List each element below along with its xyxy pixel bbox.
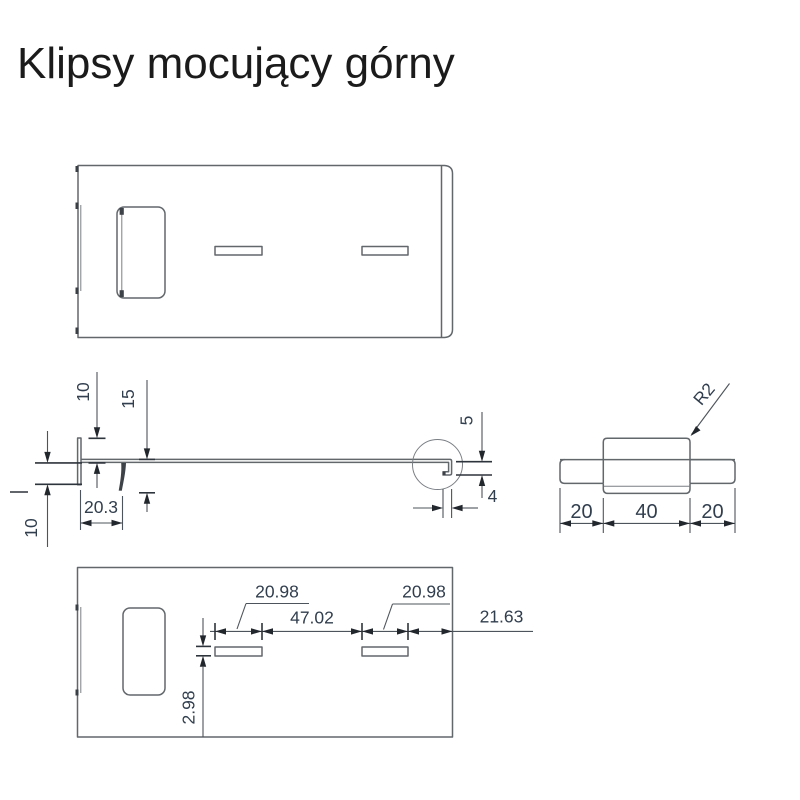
dim-arrowhead bbox=[397, 628, 408, 635]
dim-arrowhead bbox=[44, 451, 51, 463]
end-view-center-block bbox=[602, 437, 691, 484]
dim-arrowhead bbox=[80, 519, 92, 527]
dim-label-hook-offset: 20.3 bbox=[84, 497, 118, 517]
dim-arrowhead bbox=[362, 628, 373, 635]
bottom-view-large-slot bbox=[122, 607, 166, 696]
dim-label-hook-depth: 15 bbox=[118, 389, 138, 408]
bottom-view bbox=[75, 566, 454, 738]
end-hook-cap bbox=[443, 471, 446, 475]
dim-arrowhead bbox=[690, 520, 701, 527]
dim-arrowhead bbox=[44, 484, 51, 496]
detail-circle bbox=[412, 439, 463, 490]
dim-arrowhead bbox=[724, 520, 735, 527]
dim-arrowhead bbox=[199, 635, 207, 647]
top-view-slot-2 bbox=[361, 245, 409, 256]
slot-tab-cap bbox=[119, 208, 124, 215]
dim-label-slot2: 20.98 bbox=[402, 582, 446, 602]
side-view-plate-profile bbox=[81, 458, 453, 476]
end-view-right-wing bbox=[690, 458, 736, 485]
dim-arrowhead bbox=[603, 520, 615, 527]
dim-arrowhead bbox=[93, 427, 101, 439]
dimension-labels: 10 15 10 20.3 5 4 R2 20 40 20 20.98 47.0… bbox=[21, 379, 724, 725]
radius-leader bbox=[691, 383, 730, 435]
dim-arrowhead bbox=[143, 492, 151, 504]
dim-arrowhead bbox=[143, 448, 151, 460]
side-view bbox=[76, 437, 463, 491]
dim-label-end-height: 5 bbox=[457, 416, 477, 426]
top-view bbox=[75, 164, 454, 339]
dim-arrowhead bbox=[478, 450, 486, 462]
top-view-large-slot bbox=[116, 206, 166, 299]
dim-arrowhead bbox=[690, 426, 701, 436]
dim-arrowhead bbox=[111, 519, 123, 527]
dim-arrowhead bbox=[351, 628, 362, 635]
dim-label-end-mid: 40 bbox=[635, 501, 657, 523]
top-view-slot-1 bbox=[214, 245, 263, 256]
label-leader bbox=[382, 603, 394, 630]
dim-arrowhead bbox=[251, 628, 262, 635]
dim-arrowhead bbox=[592, 520, 604, 527]
dim-arrowhead bbox=[408, 628, 419, 635]
bottom-view-slot-1 bbox=[214, 646, 263, 657]
side-view-flange bbox=[76, 437, 82, 486]
dim-label-flange-above: 10 bbox=[73, 382, 93, 402]
dim-arrowheads bbox=[44, 426, 735, 667]
dim-label-flange-below: 10 bbox=[21, 518, 41, 538]
bottom-view-outline bbox=[76, 566, 454, 738]
bottom-view-slot-2 bbox=[361, 646, 409, 657]
dim-arrowhead bbox=[478, 475, 486, 486]
end-view-left-wing bbox=[559, 458, 604, 485]
dim-label-slot1: 20.98 bbox=[255, 582, 299, 602]
dim-arrowhead bbox=[215, 628, 226, 635]
end-view bbox=[559, 437, 736, 495]
dimension-lines bbox=[10, 372, 736, 737]
dim-label-end-right: 20 bbox=[701, 501, 723, 523]
dim-label-slot-height: 2.98 bbox=[179, 690, 199, 724]
dim-label-end-left: 20 bbox=[570, 501, 592, 523]
dim-arrowhead bbox=[199, 655, 207, 667]
dim-arrowhead bbox=[560, 520, 571, 527]
top-view-outline bbox=[77, 164, 454, 339]
dim-label-gap: 47.02 bbox=[290, 608, 334, 628]
dim-arrowhead bbox=[679, 520, 690, 527]
dim-label-edge: 21.63 bbox=[480, 607, 524, 627]
slot-tab-cap bbox=[119, 290, 124, 297]
label-leader bbox=[236, 603, 247, 630]
side-view-hook bbox=[118, 463, 126, 491]
dim-arrowhead bbox=[432, 504, 443, 512]
end-view-bottom-lip bbox=[602, 483, 691, 495]
dim-arrowhead bbox=[262, 628, 273, 635]
dim-label-end-foot: 4 bbox=[488, 486, 498, 506]
dim-arrowhead bbox=[451, 504, 463, 512]
page-title: Klipsy mocujący górny bbox=[17, 39, 455, 88]
dim-arrowhead bbox=[93, 462, 101, 474]
dim-arrowhead bbox=[441, 628, 453, 635]
